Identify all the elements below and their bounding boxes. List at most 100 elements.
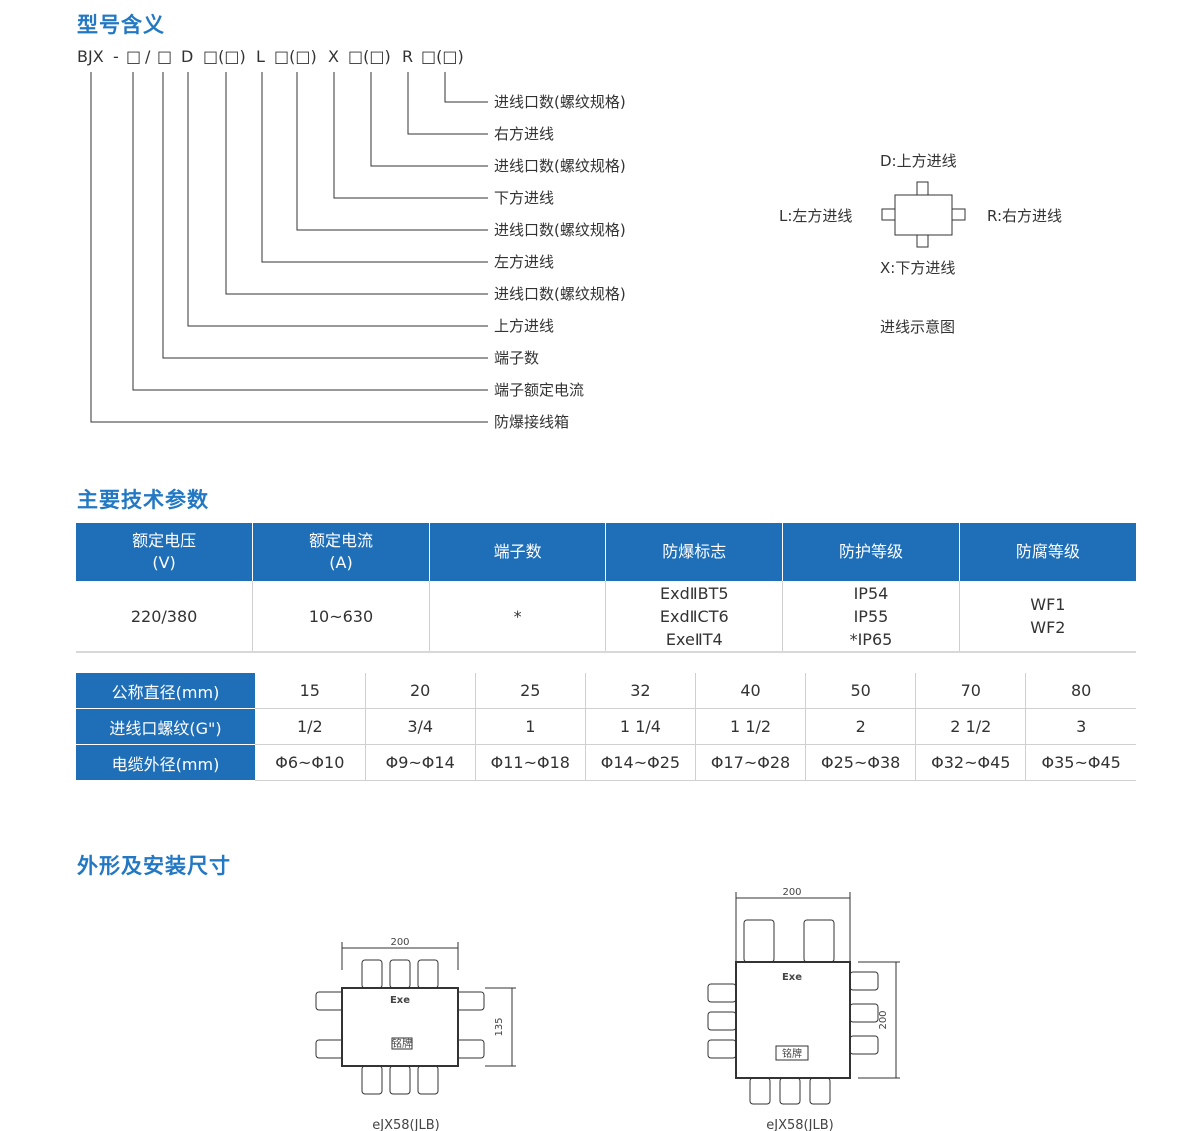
spec-header-protection-line1: 防护等级 — [838, 542, 903, 561]
nameplate-box — [775, 1045, 809, 1061]
size-row-nominal-diameter: 公称直径(mm) 15 20 25 32 40 50 70 80 — [76, 673, 1136, 709]
spec-header-current-line1: 额定电流 — [308, 531, 373, 550]
nameplate-label: 铭牌 — [392, 1037, 412, 1050]
leader-line-7 — [225, 72, 488, 295]
spec-header-current-line2: (A) — [329, 553, 353, 572]
box-body — [341, 987, 459, 1067]
size-cell: Φ25~Φ38 — [805, 744, 917, 781]
code-label-2: 右方进线 — [494, 125, 554, 143]
code-token-l-spec: □(□) — [274, 47, 317, 66]
spec-value: ExdⅡBT5 — [660, 583, 729, 603]
spec-header-voltage-line2: (V) — [152, 553, 176, 572]
size-cell: 70 — [915, 673, 1027, 709]
code-token-bjx: BJX — [77, 47, 104, 66]
entry-direction-schematic: D:上方进线 L:左方进线 R:右方进线 X:下方进线 进线示意图 — [779, 152, 1062, 336]
left-entry-port — [881, 208, 896, 221]
code-label-11: 防爆接线箱 — [494, 413, 569, 431]
size-cell: 15 — [255, 673, 366, 709]
gland — [849, 1035, 879, 1055]
gland — [749, 1077, 771, 1105]
size-cell: Φ11~Φ18 — [475, 744, 586, 781]
size-cell: 1 — [475, 708, 586, 745]
size-cell: 1 1/2 — [695, 708, 807, 745]
size-cell: 40 — [695, 673, 807, 709]
gland — [361, 959, 383, 989]
code-label-3: 进线口数(螺纹规格) — [494, 157, 626, 175]
dimension-drawing-small: 200 135 Exe 铭牌 eJX58(JLB) — [315, 937, 516, 1131]
leader-line-1 — [444, 72, 488, 103]
spec-header-voltage: 额定电压 (V) — [76, 523, 254, 581]
spec-header-ex-mark: 防爆标志 — [605, 523, 784, 581]
section-title-tech-params: 主要技术参数 — [77, 488, 209, 512]
size-cell: 3 — [1025, 708, 1136, 745]
box-body — [735, 961, 851, 1079]
code-token-current: □ — [126, 47, 141, 66]
spec-header-terminals-line1: 端子数 — [493, 542, 542, 561]
gland — [315, 991, 345, 1011]
leader-line-9 — [162, 72, 488, 359]
gland — [779, 1077, 801, 1105]
spec-header-current: 额定电流 (A) — [252, 523, 430, 581]
spec-header-ex-mark-line1: 防爆标志 — [662, 542, 727, 561]
entry-label-left: L:左方进线 — [779, 207, 852, 225]
leader-line-11 — [90, 72, 488, 423]
spec-table: 额定电压(V) 额定电流(A) 端子数 防爆标志 防护等级 防腐等级 220/3… — [76, 523, 1136, 653]
code-token-d: D — [181, 47, 193, 66]
code-label-4: 下方进线 — [494, 189, 554, 207]
size-table: 公称直径(mm) 15 20 25 32 40 50 70 80 进线口螺纹(G… — [76, 673, 1136, 781]
gland — [361, 1065, 383, 1095]
box-mark: Exe — [782, 972, 802, 983]
size-cell: 3/4 — [365, 708, 476, 745]
leader-line-6 — [261, 72, 488, 263]
drawing-caption: eJX58(JLB) — [766, 1118, 833, 1131]
gland — [743, 919, 775, 963]
spec-value: IP54 — [853, 583, 889, 603]
width-dim-label: 200 — [390, 937, 409, 948]
code-label-5: 进线口数(螺纹规格) — [494, 221, 626, 239]
spec-header-terminals: 端子数 — [429, 523, 607, 581]
size-cell: Φ14~Φ25 — [585, 744, 697, 781]
nameplate-label: 铭牌 — [782, 1047, 802, 1060]
gland — [707, 1011, 737, 1031]
spec-header-protection: 防护等级 — [782, 523, 960, 581]
spec-value: 10~630 — [308, 606, 374, 626]
code-token-terminals: □ — [157, 47, 172, 66]
entry-diagram-caption: 进线示意图 — [880, 318, 955, 336]
spec-header-voltage-line1: 额定电压 — [132, 531, 197, 550]
code-token-l: L — [256, 47, 265, 66]
leader-line-10 — [132, 72, 488, 391]
entry-label-top: D:上方进线 — [880, 152, 957, 170]
spec-cell-ex-mark: ExdⅡBT5 ExdⅡCT6 ExeⅡT4 — [605, 581, 784, 653]
gland — [849, 971, 879, 991]
model-code-diagram: BJX - □ / □ D □(□) L □(□) X □(□) R □(□) … — [77, 47, 1062, 431]
size-cell: Φ35~Φ45 — [1025, 744, 1136, 781]
size-cell: Φ9~Φ14 — [365, 744, 476, 781]
size-cell: Φ32~Φ45 — [915, 744, 1027, 781]
gland — [809, 1077, 831, 1105]
spec-cell-protection: IP54 IP55 *IP65 — [782, 581, 960, 653]
gland — [389, 959, 411, 989]
code-token-r-spec: □(□) — [421, 47, 464, 66]
code-token-x-spec: □(□) — [348, 47, 391, 66]
size-cell: 2 1/2 — [915, 708, 1027, 745]
nameplate-box — [391, 1037, 413, 1050]
gland — [455, 1039, 485, 1059]
code-token-d-spec: □(□) — [203, 47, 246, 66]
gland — [455, 991, 485, 1011]
junction-box-shape — [894, 194, 953, 236]
bottom-entry-port — [916, 234, 929, 248]
size-row-thread: 进线口螺纹(G") 1/2 3/4 1 1 1/4 1 1/2 2 2 1/2 … — [76, 708, 1136, 745]
spec-table-row: 220/380 10~630 * ExdⅡBT5 ExdⅡCT6 ExeⅡT4 … — [76, 581, 1136, 653]
size-cell: 50 — [805, 673, 917, 709]
gland — [707, 983, 737, 1003]
drawing-caption: eJX58(JLB) — [372, 1118, 439, 1131]
code-label-8: 上方进线 — [494, 317, 554, 335]
size-cell: 1 1/4 — [585, 708, 697, 745]
section-title-model-meaning: 型号含义 — [77, 13, 165, 37]
spec-value: WF2 — [1030, 618, 1066, 637]
size-row-header: 进线口螺纹(G") — [76, 708, 255, 745]
gland — [849, 1003, 879, 1023]
size-cell: 25 — [475, 673, 586, 709]
spec-value: 220/380 — [130, 606, 198, 626]
code-token-r: R — [402, 47, 413, 66]
